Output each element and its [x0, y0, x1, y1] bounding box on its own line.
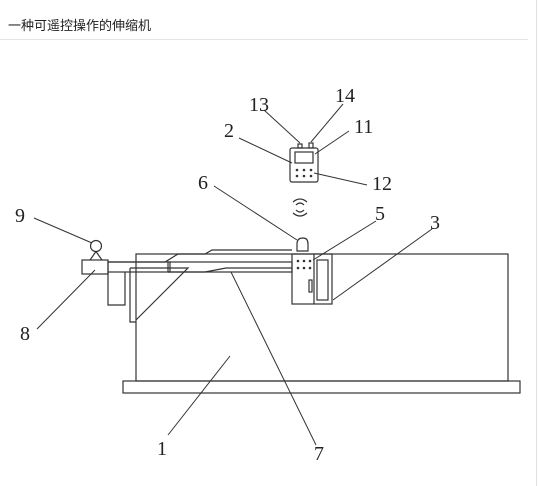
label-1: 1: [157, 438, 167, 460]
lifting-ring: [89, 239, 103, 253]
receiver-antenna: [296, 237, 309, 252]
page-right-border: [536, 0, 537, 486]
remote-button-b: [308, 142, 314, 149]
end-head: [81, 259, 109, 275]
remote-controller: [289, 147, 319, 183]
arm-support: [107, 272, 126, 306]
left-bracket: [129, 267, 190, 323]
base-plate: [122, 380, 521, 394]
label-9: 9: [15, 205, 25, 227]
label-7: 7: [314, 443, 324, 465]
remote-button-a: [297, 143, 303, 149]
controller-box: [291, 253, 333, 305]
wireless-signal: [292, 198, 308, 217]
controller-screen: [316, 259, 329, 301]
arm-outer-stage: [107, 261, 171, 273]
arm-top-slope: [108, 249, 292, 263]
page-title: 一种可遥控操作的伸缩机: [8, 19, 152, 34]
label-14: 14: [335, 85, 355, 107]
label-2: 2: [224, 120, 234, 142]
arm-lower-slope: [168, 267, 292, 273]
label-3: 3: [430, 212, 440, 234]
label-6: 6: [198, 172, 208, 194]
remote-screen: [294, 151, 314, 164]
page-header: 一种可遥控操作的伸缩机: [0, 0, 528, 40]
label-8: 8: [20, 323, 30, 345]
label-13: 13: [249, 94, 269, 116]
arm-inner-stage: [167, 261, 293, 273]
label-12: 12: [372, 173, 392, 195]
machine-body: [135, 253, 509, 382]
label-11: 11: [354, 116, 373, 138]
label-5: 5: [375, 203, 385, 225]
controller-slot: [308, 279, 313, 293]
lifting-ring-stem: [89, 251, 103, 261]
